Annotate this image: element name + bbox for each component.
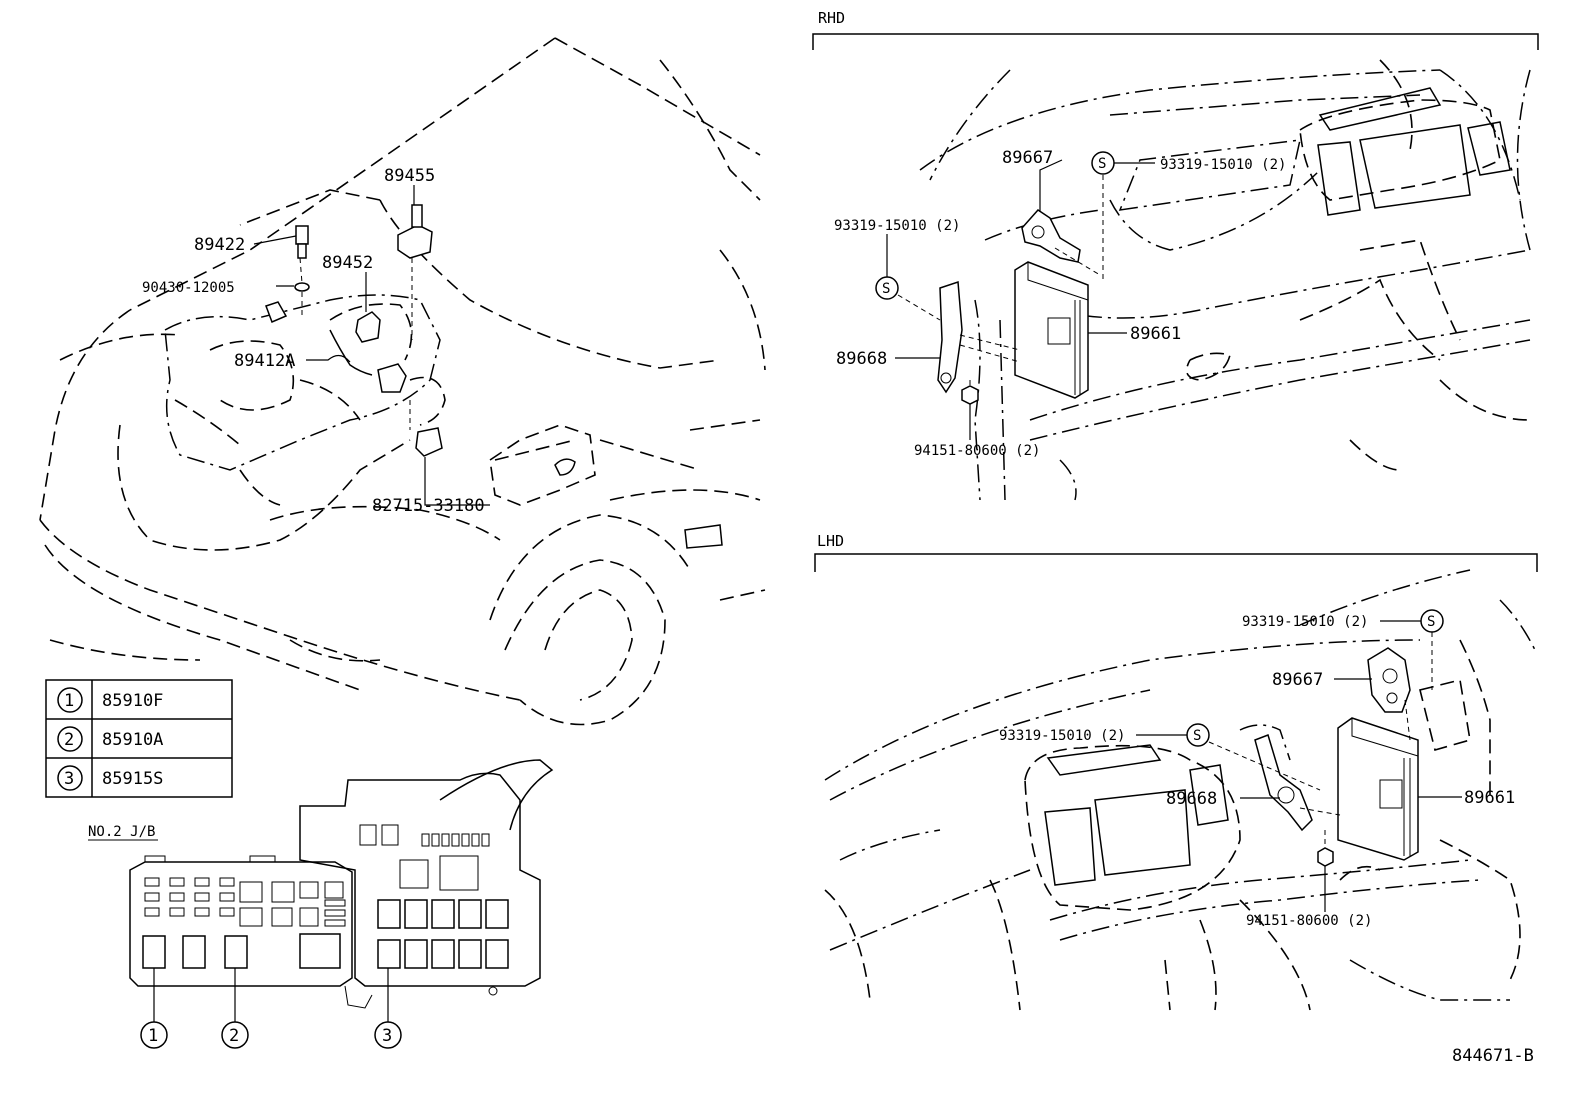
engine-leader-lines bbox=[253, 185, 490, 506]
rhd-label-89667: 89667 bbox=[1002, 148, 1053, 168]
legend-table: 1 2 3 85910F 85910A 85915S bbox=[45, 679, 233, 798]
jb-callout-badge-3 bbox=[374, 1021, 402, 1049]
lhd-section-bracket bbox=[814, 553, 1538, 572]
rhd-label-93319-top: 93319-15010 (2) bbox=[1160, 157, 1286, 173]
label-89422: 89422 bbox=[194, 235, 245, 255]
legend-badge-2 bbox=[57, 726, 83, 752]
lhd-label-89661: 89661 bbox=[1464, 788, 1515, 808]
jb-callout-1: 1 bbox=[148, 1026, 158, 1046]
junction-block-title: NO.2 J/B bbox=[88, 824, 155, 840]
lhd-screw-marker-top-label: S bbox=[1427, 614, 1435, 630]
section-title-lhd: LHD bbox=[817, 532, 844, 550]
jb-callout-3: 3 bbox=[382, 1026, 392, 1046]
section-title-rhd: RHD bbox=[818, 9, 845, 27]
rhd-screw-marker-top-label: S bbox=[1098, 156, 1106, 172]
legend-badge-3 bbox=[57, 765, 83, 791]
rhd-dashboard-illustration bbox=[919, 59, 1531, 501]
lhd-screw-marker-mid-label: S bbox=[1193, 728, 1201, 744]
lhd-label-93319-mid: 93319-15010 (2) bbox=[999, 728, 1125, 744]
label-82715-33180: 82715-33180 bbox=[372, 496, 485, 516]
legend-badge-1 bbox=[57, 687, 83, 713]
rhd-section-bracket bbox=[812, 33, 1539, 50]
junction-block-illustration bbox=[129, 759, 554, 1022]
engine-bay-illustration bbox=[39, 37, 766, 726]
lhd-ecu-parts bbox=[1208, 632, 1433, 867]
rhd-leader-lines bbox=[886, 159, 1155, 440]
engine-sensor-parts bbox=[265, 204, 443, 457]
jb-callout-badge-2 bbox=[221, 1021, 249, 1049]
jb-callout-badge-1 bbox=[140, 1021, 168, 1049]
legend-part-2: 85910A bbox=[102, 730, 163, 750]
lhd-label-93319-top: 93319-15010 (2) bbox=[1242, 614, 1368, 630]
rhd-label-94151: 94151-80600 (2) bbox=[914, 443, 1040, 459]
label-90430-12005: 90430-12005 bbox=[142, 280, 235, 296]
legend-part-3: 85915S bbox=[102, 769, 163, 789]
lhd-label-89667: 89667 bbox=[1272, 670, 1323, 690]
lhd-leader-lines bbox=[1136, 620, 1462, 912]
rhd-screw-marker-left-label: S bbox=[882, 281, 890, 297]
rhd-label-89661: 89661 bbox=[1130, 324, 1181, 344]
legend-num-3: 3 bbox=[64, 769, 74, 789]
lhd-label-89668: 89668 bbox=[1166, 789, 1217, 809]
legend-part-1: 85910F bbox=[102, 691, 163, 711]
label-89412a: 89412A bbox=[234, 351, 295, 371]
legend-num-1: 1 bbox=[64, 691, 74, 711]
lhd-label-94151: 94151-80600 (2) bbox=[1246, 913, 1372, 929]
lhd-dashboard-illustration bbox=[824, 569, 1536, 1011]
rhd-label-93319-left: 93319-15010 (2) bbox=[834, 218, 960, 234]
jb-callout-2: 2 bbox=[229, 1026, 239, 1046]
label-89452: 89452 bbox=[322, 253, 373, 273]
label-89455: 89455 bbox=[384, 166, 435, 186]
rhd-ecu-parts bbox=[897, 175, 1104, 405]
rhd-label-89668: 89668 bbox=[836, 349, 887, 369]
legend-num-2: 2 bbox=[64, 730, 74, 750]
diagram-id: 844671-B bbox=[1452, 1046, 1534, 1066]
